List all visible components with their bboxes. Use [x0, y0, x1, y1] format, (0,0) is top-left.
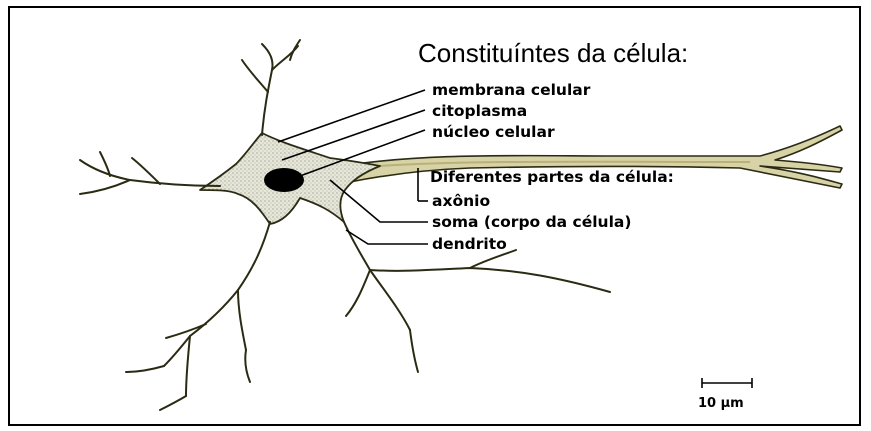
label-soma: soma (corpo da célula): [432, 213, 631, 231]
label-partes-heading: Diferentes partes da célula:: [430, 168, 674, 186]
scale-bar-label: 10 μm: [698, 396, 744, 411]
label-membrana-celular: membrana celular: [432, 81, 591, 99]
nucleus: [264, 168, 304, 192]
label-citoplasma: citoplasma: [432, 102, 527, 120]
label-nucleo-celular: núcleo celular: [432, 123, 555, 141]
scale-bar: [702, 378, 752, 388]
label-dendrito: dendrito: [432, 235, 507, 253]
diagram-title: Constituíntes da célula:: [418, 38, 688, 68]
label-axonio: axônio: [432, 192, 490, 210]
